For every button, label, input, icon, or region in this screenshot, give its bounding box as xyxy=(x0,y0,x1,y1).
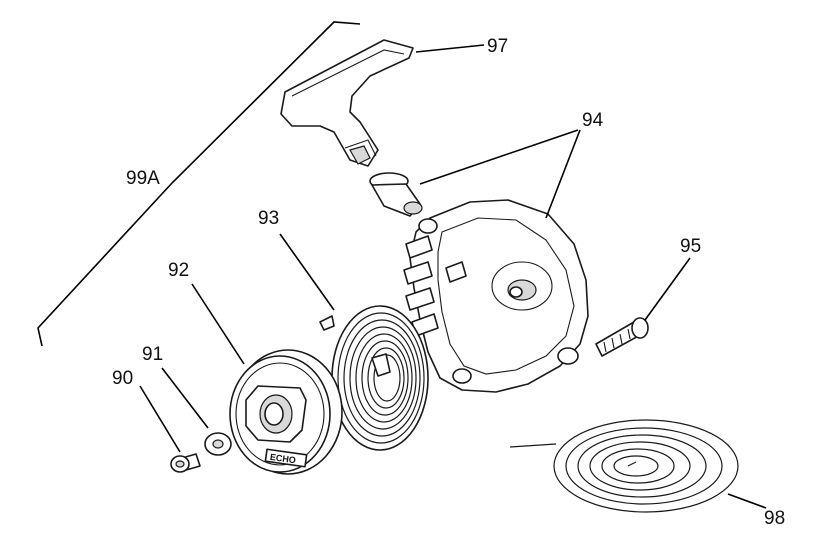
screw-part-95 xyxy=(595,317,649,357)
label-95: 95 xyxy=(680,236,701,257)
label-98: 98 xyxy=(764,508,785,529)
pulley-logo-text: ECHO xyxy=(269,452,296,466)
washer-part xyxy=(204,432,232,456)
recoil-spring-part xyxy=(319,305,429,451)
part-number-labels: 97 94 99A 93 95 92 91 90 98 xyxy=(112,36,785,529)
label-93: 93 xyxy=(258,208,279,229)
bolt-part xyxy=(170,453,201,473)
label-90: 90 xyxy=(112,368,133,389)
pulley-part: ECHO xyxy=(229,349,343,475)
label-99a: 99A xyxy=(126,168,160,189)
leader-lines xyxy=(139,44,767,509)
starter-housing-part xyxy=(403,199,589,393)
label-91: 91 xyxy=(142,344,163,365)
rope-guide-bushing-part xyxy=(369,172,423,217)
label-94: 94 xyxy=(582,110,604,131)
starter-handle-part xyxy=(280,39,414,167)
label-92: 92 xyxy=(168,260,189,281)
label-97: 97 xyxy=(487,36,508,57)
assembly-bracket-99a xyxy=(37,21,361,347)
starter-rope-part xyxy=(509,419,739,513)
